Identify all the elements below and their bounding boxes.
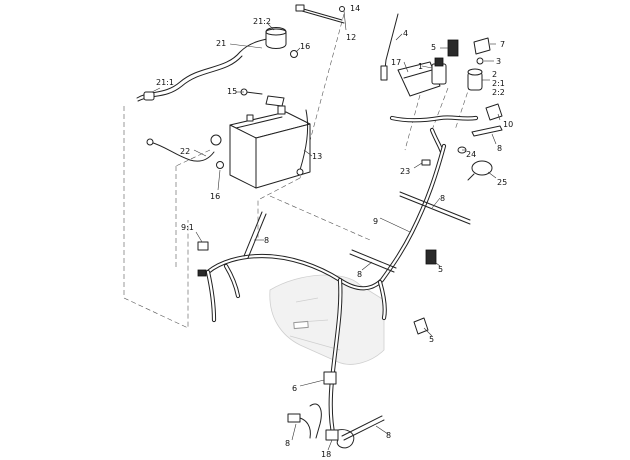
- cable-tie-8-center: [349, 249, 397, 273]
- reference-lines: [123, 13, 471, 329]
- callout-12: 12: [346, 33, 356, 42]
- callout-8-bottom-left: 8: [285, 439, 290, 448]
- callout-6: 6: [292, 384, 297, 393]
- callout-9-1: 9:1: [181, 223, 194, 232]
- connector-6: [323, 371, 337, 385]
- clamp-15-b: [265, 95, 285, 107]
- callout-5-lower: 5: [429, 335, 434, 344]
- tie-clip-25: [467, 160, 493, 181]
- fuse-23: [421, 159, 431, 166]
- callout-16-bottom: 16: [210, 192, 220, 201]
- callout-5-mid: 5: [438, 265, 443, 274]
- callout-25: 25: [497, 178, 507, 187]
- callout-15: 15: [227, 87, 237, 96]
- switch-5-mid: [425, 249, 437, 265]
- callout-1: 1: [418, 62, 423, 71]
- switch-5-lower: [413, 317, 429, 335]
- callout-3: 3: [496, 57, 501, 66]
- nut-16-bottom: [216, 161, 224, 169]
- callout-17: 17: [391, 58, 401, 67]
- callout-8-center: 8: [357, 270, 362, 279]
- relay-10: [485, 103, 503, 121]
- callout-22: 22: [180, 147, 190, 156]
- bolt-15: [240, 88, 263, 96]
- cable-tie-8-right: [471, 125, 503, 137]
- callout-2-2: 2:2: [492, 88, 505, 97]
- cable-22: [146, 134, 222, 162]
- terminal-boot-21-2: [265, 27, 287, 49]
- callout-21: 21: [216, 39, 226, 48]
- callout-21-2: 21:2: [253, 17, 271, 26]
- hold-down-rod-12: [295, 4, 345, 24]
- cable-tie-8-bottom-left: [287, 403, 322, 439]
- callout-labels: 14 12 21:2 21 16 4 5 7 3 17 1 2 2:1 2:2 …: [156, 4, 513, 459]
- plug-7: [473, 37, 491, 55]
- nut-16-top: [290, 50, 298, 58]
- callout-2-1: 2:1: [492, 79, 505, 88]
- switch-5-top: [447, 39, 459, 57]
- cable-tie-8-bottom-right: [341, 415, 385, 441]
- callout-8-right: 8: [497, 144, 502, 153]
- antenna-cable-4: [380, 13, 399, 81]
- nut-3: [476, 57, 484, 65]
- callout-16-top: 16: [300, 42, 310, 51]
- callout-14: 14: [350, 4, 360, 13]
- ignition-switch-2: [467, 68, 483, 91]
- callout-24: 24: [466, 150, 476, 159]
- main-harness-9: [205, 143, 447, 441]
- callout-5-top: 5: [431, 43, 436, 52]
- cable-13: [296, 109, 309, 176]
- screw-14: [339, 6, 345, 12]
- callout-2: 2: [492, 70, 497, 79]
- frame-outline: [269, 274, 385, 365]
- callout-8-left: 8: [264, 236, 269, 245]
- cable-tie-8-mid: [399, 191, 471, 225]
- callout-4: 4: [403, 29, 408, 38]
- callout-9: 9: [373, 217, 378, 226]
- callout-7: 7: [500, 40, 505, 49]
- callout-18: 18: [321, 450, 331, 459]
- callout-23: 23: [400, 167, 410, 176]
- callout-13: 13: [312, 152, 322, 161]
- callout-8-mid: 8: [440, 194, 445, 203]
- battery: [229, 105, 311, 189]
- switch-1: [431, 57, 447, 85]
- connector-9-1: [197, 241, 209, 251]
- callout-10: 10: [503, 120, 513, 129]
- leader-lines: [151, 10, 501, 451]
- battery-cable-21: [136, 37, 273, 102]
- bracket-17: [397, 61, 441, 97]
- callout-21-1: 21:1: [156, 78, 174, 87]
- connector-left-lower: [197, 269, 207, 277]
- cable-tie-8-left: [243, 211, 267, 259]
- callout-8-bottom-right: 8: [386, 431, 391, 440]
